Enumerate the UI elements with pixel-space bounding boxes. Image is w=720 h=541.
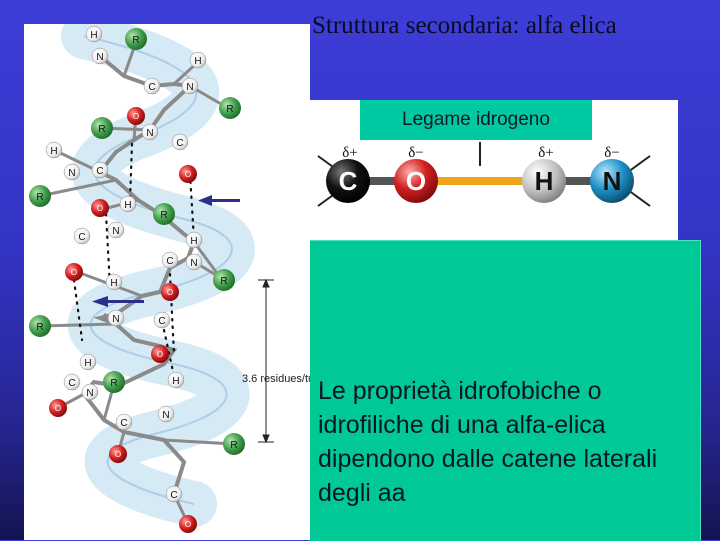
svg-text:H: H (190, 236, 197, 247)
svg-text:N: N (186, 82, 193, 93)
svg-text:C: C (78, 232, 85, 243)
alpha-helix-illustration: R R R R R R R R R O O O O O O O O O (29, 24, 274, 533)
residues-per-turn-label: 3.6 residues/tu (242, 373, 310, 385)
svg-text:N: N (112, 314, 119, 325)
svg-text:C: C (170, 490, 177, 501)
svg-text:O: O (115, 450, 121, 459)
svg-text:H: H (90, 30, 97, 41)
svg-text:R: R (36, 322, 43, 333)
svg-text:R: R (132, 35, 139, 46)
svg-text:C: C (68, 378, 75, 389)
svg-text:H: H (124, 200, 131, 211)
hydrogen-bond-label: Legame idrogeno (360, 100, 592, 140)
svg-text:H: H (194, 56, 201, 67)
svg-text:C: C (120, 418, 127, 429)
description-text: Le proprietà idrofobiche o idrofiliche d… (318, 377, 658, 507)
svg-text:O: O (97, 204, 103, 213)
atom-h-label: H (535, 166, 554, 196)
svg-text:C: C (176, 138, 183, 149)
svg-text:R: R (220, 276, 227, 287)
svg-text:R: R (160, 210, 167, 221)
svg-text:H: H (110, 278, 117, 289)
svg-text:C: C (96, 166, 103, 177)
svg-text:H: H (50, 146, 57, 157)
svg-text:H: H (84, 358, 91, 369)
svg-text:N: N (146, 128, 153, 139)
atom-o-label: O (406, 166, 426, 196)
svg-text:O: O (71, 268, 77, 277)
svg-text:N: N (162, 410, 169, 421)
description-box: Le proprietà idrofobiche o idrofiliche d… (310, 240, 701, 541)
svg-text:O: O (157, 350, 163, 359)
slide-title: Struttura secondaria: alfa elica (312, 12, 617, 39)
charge-h-label: δ+ (538, 145, 554, 161)
charge-o-label: δ− (408, 145, 424, 161)
alpha-helix-figure: R R R R R R R R R O O O O O O O O O (24, 24, 310, 540)
svg-text:N: N (96, 52, 103, 63)
hydrogen-bond-panel: C O H N δ+ δ− δ+ δ− Legame idrogeno (310, 100, 678, 240)
svg-text:R: R (110, 378, 117, 389)
svg-text:N: N (112, 226, 119, 237)
svg-text:O: O (185, 520, 191, 529)
svg-text:O: O (167, 288, 173, 297)
svg-text:N: N (86, 388, 93, 399)
svg-text:C: C (158, 316, 165, 327)
svg-text:O: O (133, 112, 139, 121)
svg-text:R: R (98, 124, 105, 135)
charge-c-label: δ+ (342, 145, 358, 161)
svg-text:R: R (230, 440, 237, 451)
svg-text:O: O (185, 170, 191, 179)
svg-text:R: R (226, 104, 233, 115)
svg-text:C: C (148, 82, 155, 93)
atom-c-label: C (339, 166, 358, 196)
svg-text:R: R (36, 192, 43, 203)
svg-text:C: C (166, 256, 173, 267)
svg-text:O: O (55, 404, 61, 413)
atom-n-label: N (603, 166, 622, 196)
hydrogen-bond-diagram: C O H N δ+ δ− δ+ δ− (317, 142, 651, 207)
svg-text:N: N (190, 258, 197, 269)
svg-text:H: H (172, 376, 179, 387)
svg-text:N: N (68, 168, 75, 179)
charge-n-label: δ− (604, 145, 620, 161)
